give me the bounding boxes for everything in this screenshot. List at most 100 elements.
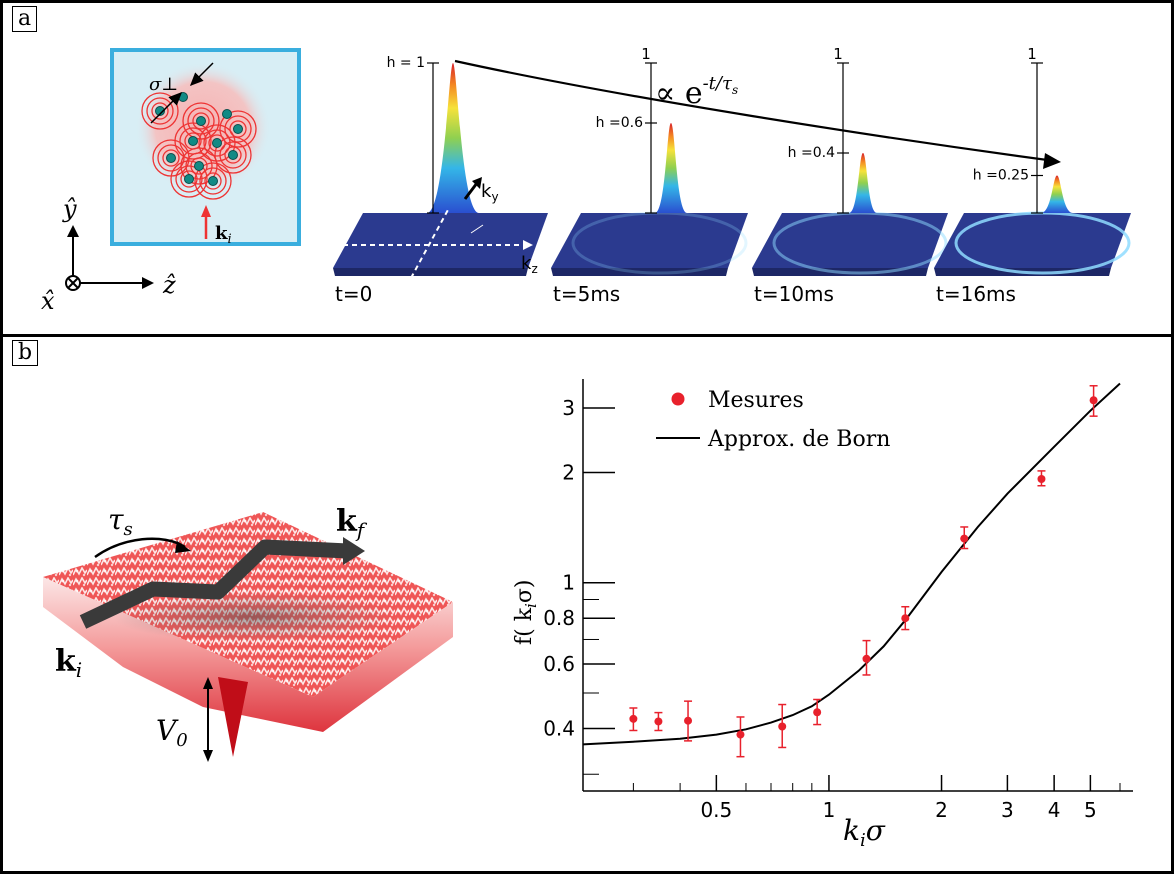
legend-measures: Mesures (708, 388, 804, 413)
data-marker (960, 534, 969, 543)
y-tick-label: 0.4 (543, 716, 575, 740)
scatterer-dot (228, 150, 238, 160)
path-shadow (113, 592, 393, 642)
coherent-peak (849, 153, 877, 213)
ki-label: ki (55, 644, 82, 682)
scatterer-dot (208, 176, 218, 186)
wave-ring (162, 149, 180, 167)
wave-ring (192, 112, 210, 130)
chart-x-label: kiσ (843, 814, 886, 851)
ky-label: ky (481, 181, 499, 204)
panel-a-figure: ŷ x̂ ẑ σ⊥ ki h = 1 t=0 1 h =0.6 t=5ms 1h =0.4… (41, 45, 1131, 315)
measurement-point (1037, 470, 1046, 487)
wave-ring (224, 115, 252, 143)
momentum-floor (551, 213, 748, 268)
height-label: h =0.25 (973, 168, 1029, 184)
chart-legend: Mesures Approx. de Born (656, 388, 890, 452)
wave-ring (204, 172, 222, 190)
scattering-path (79, 539, 349, 629)
x-tick-label: 1 (823, 798, 836, 822)
x-tick-label: 5 (1084, 798, 1097, 822)
frame-t3: 1h =0.25t=16ms (934, 45, 1131, 306)
tau-label: τs (108, 503, 133, 540)
height-label: h =0.6 (596, 115, 643, 131)
measurement-points (629, 385, 1098, 758)
kz-label: kz (521, 253, 538, 276)
data-marker (901, 614, 910, 623)
time-label: t=5ms (553, 282, 620, 306)
x-tick-label: 2 (935, 798, 948, 822)
legend-marker-measures (671, 392, 685, 406)
ref-height-label: 1 (641, 45, 651, 63)
z-arrow-icon (142, 277, 154, 289)
height-label: h = 1 (387, 55, 425, 71)
y-axis-label: ŷ (62, 195, 77, 223)
y-tick-label: 1 (562, 571, 575, 595)
scatterer-dot (233, 124, 243, 134)
kf-label: kf (336, 504, 368, 542)
measurement-point (901, 605, 910, 631)
ref-height-label: 1 (833, 45, 843, 63)
tau-arrow-icon (175, 541, 191, 553)
z-axis-label: ẑ (162, 271, 176, 299)
momentum-floor (333, 213, 548, 268)
scatterer-dot (222, 109, 232, 119)
measurement-point (629, 707, 638, 732)
wave-ring (214, 136, 252, 174)
sigma-label: σ⊥ (149, 74, 178, 95)
data-marker (862, 654, 871, 663)
path-arrow-icon (343, 537, 365, 565)
floor-edge (333, 268, 528, 276)
data-marker (684, 716, 693, 725)
data-marker (736, 730, 745, 739)
sigma-arrow-left (150, 91, 183, 124)
coordinate-axes: ŷ x̂ ẑ (41, 195, 176, 315)
frame-t2: 1h =0.4t=10ms (752, 45, 948, 306)
decay-arrow-icon (1043, 153, 1061, 169)
wave-ring (180, 147, 218, 185)
data-marker (629, 714, 638, 723)
y-tick-label: 0.8 (543, 606, 575, 630)
wave-ring (146, 97, 174, 125)
wave-ring (175, 165, 203, 193)
y-tick-label: 2 (562, 460, 575, 484)
time-label: t=0 (335, 282, 372, 306)
ky-arrow (463, 182, 479, 200)
time-label: t=16ms (936, 282, 1016, 306)
floor-edge (551, 268, 728, 276)
kz-arrow-icon (523, 240, 533, 250)
landscape-front (43, 577, 453, 732)
x-tick-label: 3 (1001, 798, 1014, 822)
measurement-point (1089, 385, 1098, 417)
wave-ring (219, 110, 257, 148)
data-marker (1089, 396, 1098, 405)
decay-curve (454, 59, 1056, 163)
panel-b-tag: b (12, 340, 39, 366)
wave-ring (203, 129, 231, 157)
x-tick-label: 4 (1048, 798, 1061, 822)
wave-ring (157, 144, 185, 172)
chart-y-label: f( kiσ) (512, 580, 540, 645)
data-marker (1037, 474, 1046, 483)
decay-label: ∝ e-t/τs (655, 73, 738, 111)
legend-born: Approx. de Born (707, 427, 890, 452)
panel-a: a (0, 0, 1174, 337)
wave-ring (151, 102, 169, 120)
scattering-inset: σ⊥ ki (110, 48, 301, 247)
kx-axis-dashed (410, 207, 450, 279)
wave-ring (141, 92, 179, 130)
data-marker (654, 717, 663, 726)
data-marker (778, 722, 787, 731)
wave-ring (199, 167, 227, 195)
scatterer-dot (155, 106, 165, 116)
measurement-point (654, 711, 663, 732)
wave-ring (229, 120, 247, 138)
measurement-point (684, 700, 693, 742)
x-tick-label: 0.5 (700, 798, 732, 822)
wave-ring (198, 124, 236, 162)
potential-well (218, 677, 248, 757)
